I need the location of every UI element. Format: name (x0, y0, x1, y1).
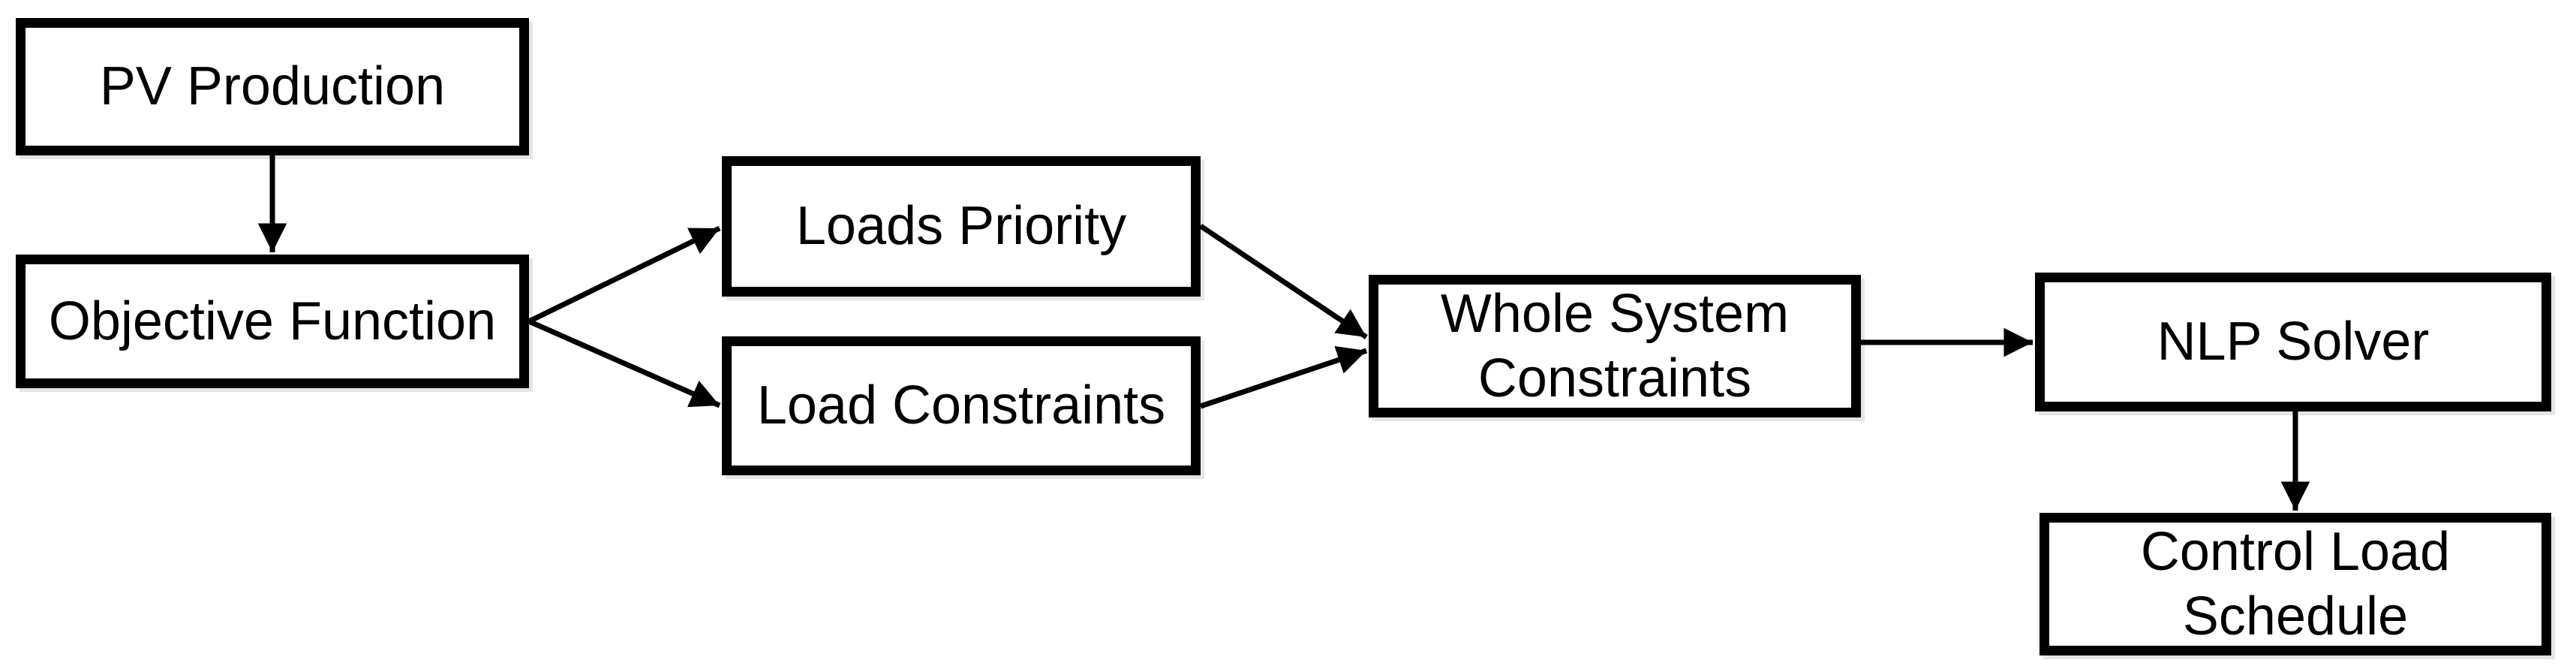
node-nlp-solver: NLP Solver (2035, 273, 2551, 411)
node-nlp-solver-label: NLP Solver (2157, 312, 2430, 372)
node-loads-priority: Loads Priority (722, 156, 1201, 297)
node-pv-production-label: PV Production (99, 56, 446, 117)
node-objective-function: Objective Function (16, 255, 529, 388)
edge-loads-priority-to-wsc-arrow (1199, 224, 1368, 339)
edge-objective-to-loads-priority-arrow (528, 225, 721, 324)
node-control-load-schedule-label: Control Load Schedule (2140, 521, 2451, 646)
node-objective-function-label: Objective Function (48, 291, 497, 351)
node-load-constraints-label: Load Constraints (756, 375, 1166, 436)
node-loads-priority-label: Loads Priority (795, 196, 1127, 257)
node-control-load-schedule: Control Load Schedule (2039, 513, 2551, 655)
edge-objective-to-load-constraints-arrow (528, 318, 721, 408)
node-load-constraints: Load Constraints (722, 336, 1201, 475)
node-whole-system-constraints: Whole System Constraints (1369, 275, 1861, 417)
edge-load-constraints-to-wsc-arrow (1199, 345, 1368, 409)
node-pv-production: PV Production (16, 18, 529, 155)
node-whole-system-constraints-label: Whole System Constraints (1440, 283, 1790, 408)
